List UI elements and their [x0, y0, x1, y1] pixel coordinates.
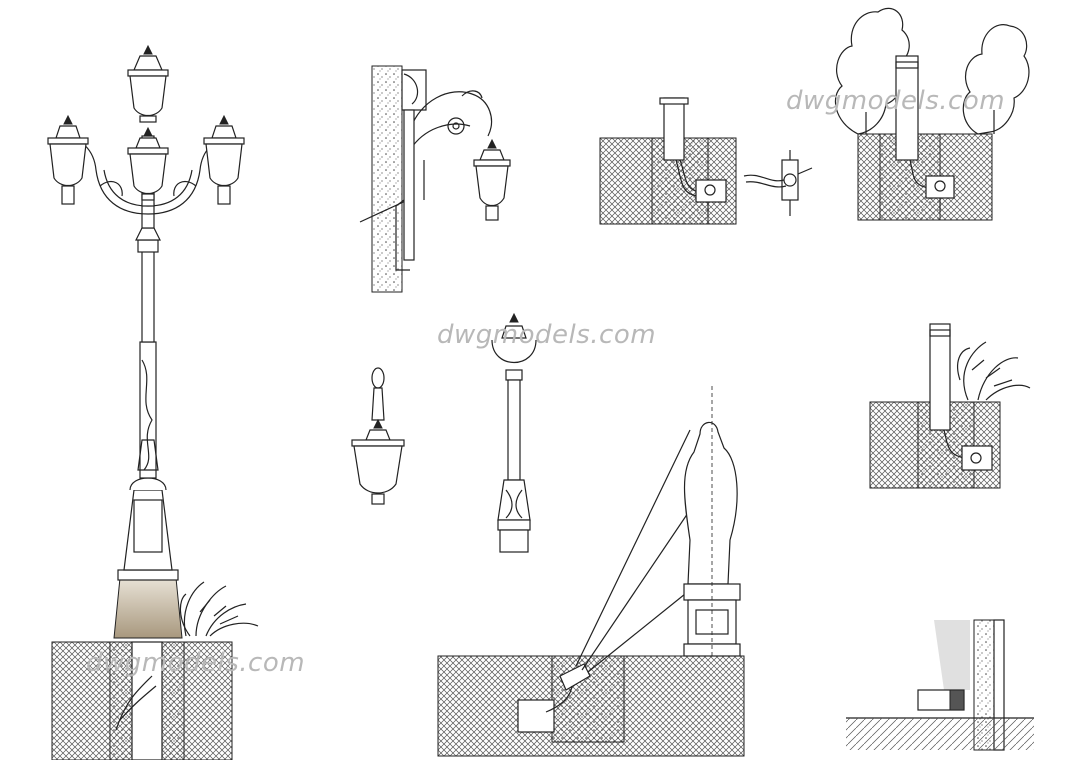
watermark-top-right: dwgmodels.com: [786, 86, 1006, 116]
ground-spike-light-section-icon: [599, 97, 737, 225]
watermark-bottom-left: dwgmodels.com: [86, 648, 306, 678]
bollard-light-with-shrub-icon: [869, 323, 1031, 489]
wall-bracket-lantern-icon: [359, 65, 511, 293]
pendant-lantern-icon: [351, 367, 405, 505]
single-post-lamp-icon: [491, 312, 537, 553]
tree-left-icon: [834, 7, 910, 135]
cable-junction-detail-icon: [743, 150, 813, 216]
tree-right-icon: [962, 24, 1030, 135]
statue-uplight-section-icon: [437, 386, 745, 757]
lantern-center-icon: [127, 126, 169, 201]
lantern-left-icon: [47, 114, 89, 205]
lantern-right-icon: [203, 114, 245, 205]
wall-washer-light-detail-icon: [846, 619, 1034, 751]
lantern-top-icon: [127, 44, 169, 123]
watermark-middle: dwgmodels.com: [437, 320, 657, 350]
bollard-light-between-trees-icon: [834, 7, 1030, 221]
four-lamp-street-lamp-elevation-icon: [47, 44, 259, 760]
